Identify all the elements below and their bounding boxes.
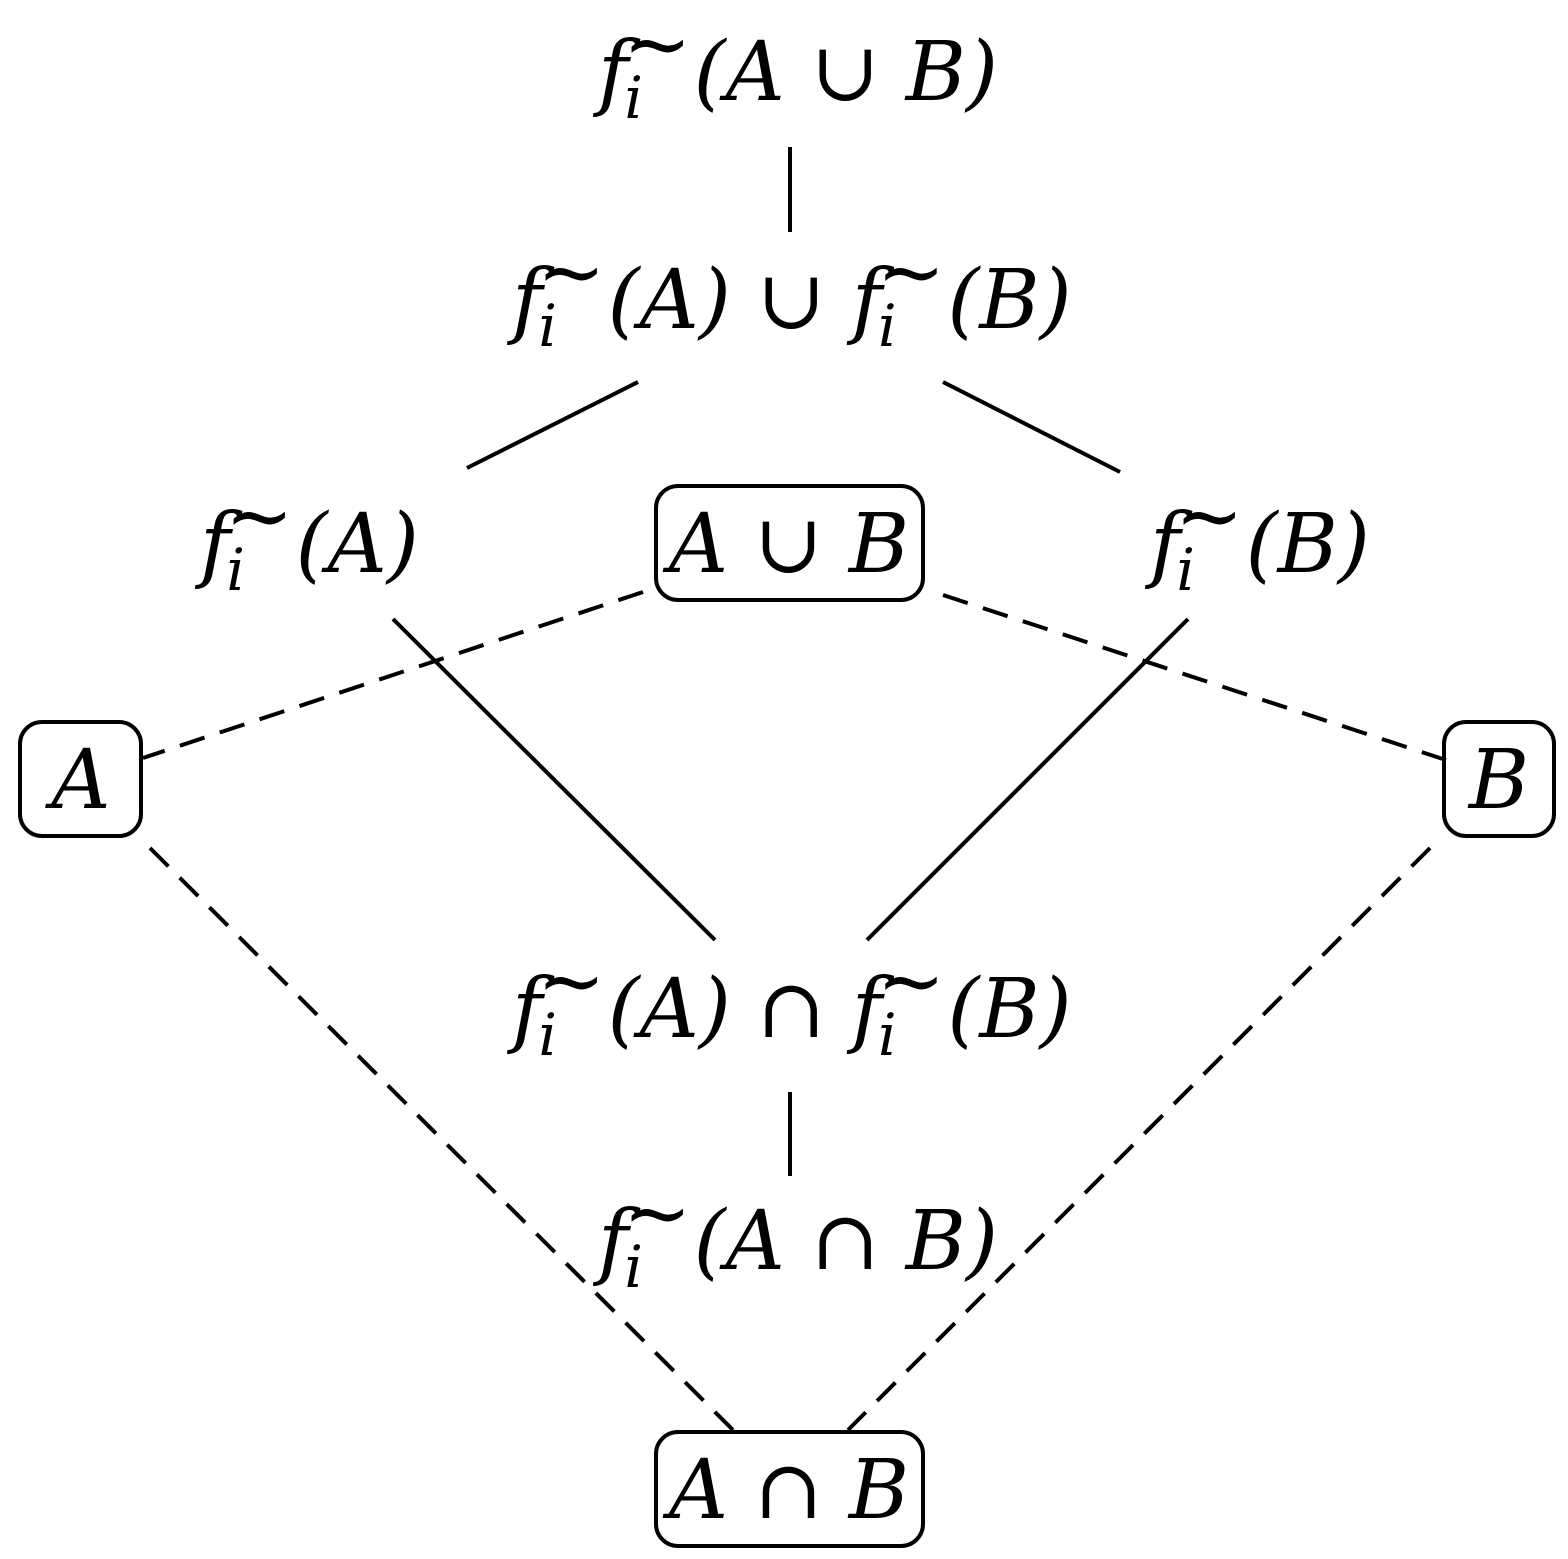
subscript: i [624, 1233, 643, 1301]
argument-1: (A) ∩ [608, 962, 852, 1057]
edge-B-to-AnB [846, 846, 1432, 1432]
edge-A-to-AnB [148, 846, 735, 1432]
node-label: B [1467, 733, 1529, 828]
node-box [654, 1430, 925, 1548]
node-B-boxed: B [1442, 720, 1556, 838]
argument-1: (A) ∪ [608, 253, 852, 348]
svg-text:fi~(A ∪ B): fi~(A ∪ B) [592, 0, 998, 132]
edge-AuB-to-A [142, 590, 644, 760]
node-label: A ∩ B [662, 1443, 909, 1538]
tilde-superscript: ~ [623, 1166, 692, 1261]
svg-text:fi~(A) ∪ fi~(B): fi~(A) ∪ fi~(B) [506, 225, 1072, 360]
argument: (B) [1246, 497, 1370, 592]
argument: (A) [296, 497, 419, 592]
edge-fA-union-fB-to-fA [466, 380, 639, 470]
node-fA-intersect-fB: fi~(A) ∩ fi~(B) [506, 934, 1072, 1069]
subscript-2: i [878, 292, 897, 360]
tilde-superscript-1: ~ [537, 934, 606, 1029]
tilde-superscript: ~ [623, 0, 692, 92]
node-fA-union-fB: fi~(A) ∪ fi~(B) [506, 225, 1072, 360]
svg-text:fi~(B): fi~(B) [1144, 469, 1370, 604]
tilde-superscript: ~ [225, 469, 294, 564]
argument: (A ∩ B) [694, 1194, 998, 1289]
subscript: i [226, 536, 245, 604]
node-f-of-A-union-B: fi~(A ∪ B) [592, 0, 998, 132]
node-label: A ∪ B [662, 497, 909, 592]
node-A-intersect-B-boxed: A ∩ B [654, 1430, 925, 1548]
subscript: i [624, 64, 643, 132]
tilde-superscript-2: ~ [877, 225, 946, 320]
node-A-boxed: A [18, 720, 143, 838]
tilde-superscript-1: ~ [537, 225, 606, 320]
edge-fA-to-fA-inter-fB [391, 617, 717, 942]
node-box [1442, 720, 1556, 838]
node-f-of-A-intersect-B: fi~(A ∩ B) [592, 1166, 998, 1301]
node-f-of-A: fi~(A) [194, 469, 419, 604]
edge-fA-union-fB-to-fB [942, 380, 1121, 474]
argument: (A ∪ B) [694, 25, 998, 120]
edges [142, 147, 1447, 1432]
subscript-1: i [538, 292, 557, 360]
tilde-superscript-2: ~ [877, 934, 946, 1029]
subscript-2: i [878, 1001, 897, 1069]
node-box [654, 484, 925, 602]
node-box [18, 720, 143, 838]
subscript-1: i [538, 1001, 557, 1069]
edge-AuB-to-B [942, 593, 1447, 762]
node-f-of-B: fi~(B) [1144, 469, 1370, 604]
svg-text:fi~(A ∩ B): fi~(A ∩ B) [592, 1166, 998, 1301]
subscript: i [1176, 536, 1195, 604]
argument-2: (B) [947, 253, 1071, 348]
node-A-union-B-boxed: A ∪ B [654, 484, 925, 602]
svg-text:fi~(A): fi~(A) [194, 469, 419, 604]
svg-text:fi~(A) ∩ fi~(B): fi~(A) ∩ fi~(B) [506, 934, 1072, 1069]
node-label: A [44, 733, 110, 828]
tilde-superscript: ~ [1175, 469, 1244, 564]
argument-2: (B) [947, 962, 1071, 1057]
edge-fB-to-fA-inter-fB [865, 617, 1190, 942]
